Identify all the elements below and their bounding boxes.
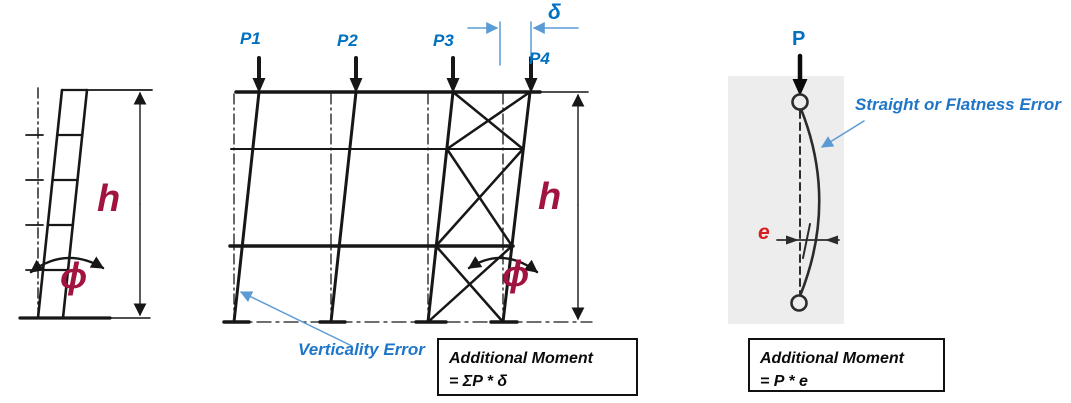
load-label-p1: P1 xyxy=(240,29,261,48)
moment-box-column-line2: = P * e xyxy=(760,373,808,390)
column-backdrop xyxy=(728,76,844,324)
verticality-error-label: Verticality Error xyxy=(298,340,425,359)
eccentricity-label: e xyxy=(758,221,770,244)
bowed-member-curve xyxy=(798,107,821,298)
bowed-column-diagram xyxy=(728,53,865,324)
flatness-error-arrow xyxy=(820,120,865,148)
load-label-p2: P2 xyxy=(337,31,358,50)
load-label-p3: P3 xyxy=(433,31,454,50)
load-label-p: P xyxy=(792,28,806,50)
flatness-error-label: Straight or Flatness Error xyxy=(855,95,1061,114)
ladder-rails xyxy=(36,88,89,320)
axial-load-arrow xyxy=(792,53,808,96)
angle-label-left: ϕ xyxy=(60,255,88,296)
moment-box-column-line1: Additional Moment xyxy=(760,350,904,367)
verticality-error-arrow xyxy=(239,291,353,347)
ladder-rungs xyxy=(41,88,89,272)
deflection-label: δ xyxy=(548,1,561,24)
leaning-ladder-diagram xyxy=(18,87,153,320)
bottom-pin xyxy=(790,294,808,312)
height-label-left: h xyxy=(97,178,121,220)
load-label-p4: P4 xyxy=(529,49,550,68)
moment-box-frame: Additional Moment = ΣP * δ xyxy=(437,338,638,396)
moment-box-frame-line1: Additional Moment xyxy=(449,350,593,367)
angle-label-middle: ϕ xyxy=(502,253,530,294)
height-label-middle: h xyxy=(538,176,562,218)
braced-frame-diagram xyxy=(222,21,593,347)
column-reference-lines xyxy=(233,93,504,323)
original-rung-ticks xyxy=(25,134,44,271)
frame-columns xyxy=(232,90,532,324)
moment-box-column: Additional Moment = P * e xyxy=(748,338,945,392)
rotation-arc xyxy=(29,256,105,274)
deflection-dimension xyxy=(467,21,579,66)
load-arrows xyxy=(252,56,538,93)
eccentricity-dimension xyxy=(776,223,840,259)
top-pin xyxy=(791,93,809,111)
moment-box-frame-line2: = ΣP * δ xyxy=(449,373,508,390)
frame-rotation-arc xyxy=(467,256,539,274)
